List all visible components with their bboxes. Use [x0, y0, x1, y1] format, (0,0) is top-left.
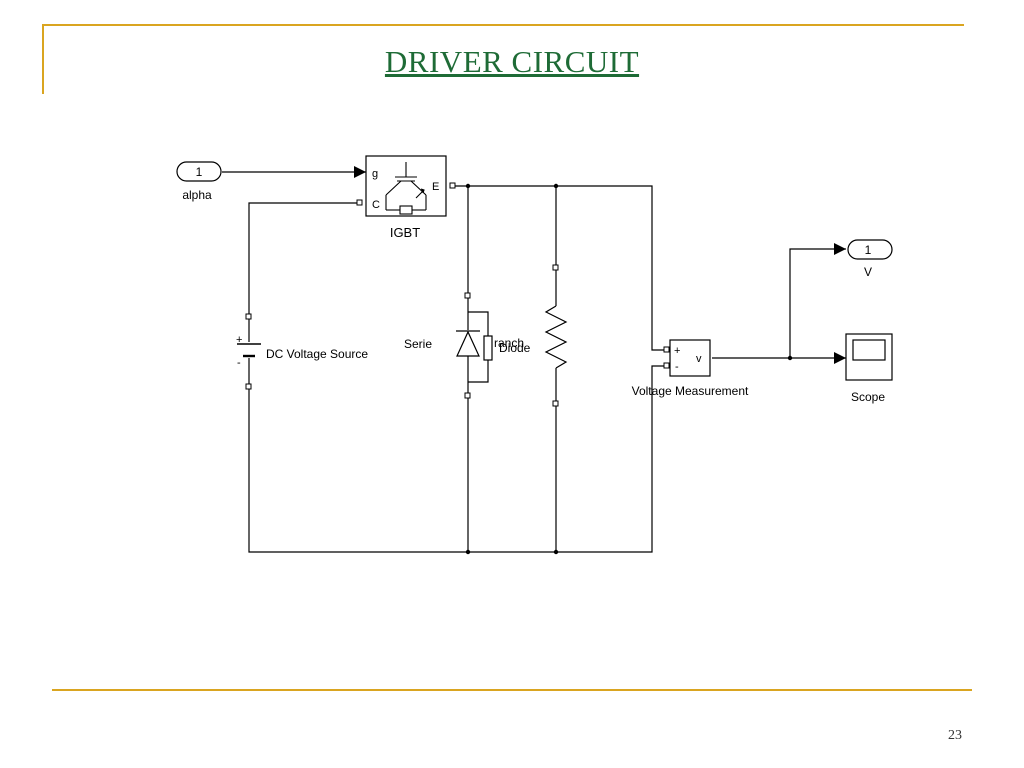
- snubber-parallel-path: [468, 360, 489, 383]
- slide-frame-bottom-rule: [52, 689, 972, 691]
- igbt-port-g: g: [372, 168, 378, 180]
- igbt-port-c: C: [372, 199, 380, 211]
- port-square: [245, 313, 252, 320]
- snubber-parallel-path: [468, 311, 489, 336]
- wire-branch-to-outport-v: [789, 243, 846, 358]
- measurement-minus: -: [675, 361, 679, 373]
- inport-alpha-block[interactable]: 1 alpha: [176, 161, 222, 202]
- outport-v-label: V: [864, 265, 872, 279]
- series-branch-label-left: Serie: [404, 337, 432, 351]
- measurement-plus: +: [674, 345, 680, 357]
- outport-v-number: 1: [865, 243, 872, 257]
- scope-block[interactable]: Scope: [845, 333, 893, 404]
- igbt-transistor-icon: [385, 162, 427, 215]
- port-square: [449, 182, 456, 189]
- scope-screen-icon: [852, 339, 886, 361]
- scope-label: Scope: [851, 390, 885, 404]
- port-square: [356, 199, 363, 206]
- slide-frame-left-rule: [42, 24, 44, 94]
- junction-dot: [553, 183, 559, 189]
- port-square: [663, 346, 670, 353]
- voltage-measurement-label: Voltage Measurement: [632, 384, 749, 398]
- voltage-measurement-block[interactable]: + - v Voltage Measurement: [632, 339, 749, 398]
- dc-voltage-source-block[interactable]: + - DC Voltage Source: [236, 313, 368, 390]
- port-square: [552, 400, 559, 407]
- snubber-resistor-icon: [483, 335, 493, 361]
- port-square: [464, 392, 471, 399]
- inport-alpha-number: 1: [196, 165, 203, 179]
- wire-bottom-rail: [248, 365, 667, 553]
- wires: [222, 166, 846, 553]
- slide-title: DRIVER CIRCUIT: [384, 44, 640, 79]
- resistor-block[interactable]: [544, 264, 568, 407]
- port-square: [663, 362, 670, 369]
- igbt-port-e: E: [432, 181, 439, 193]
- junction-dot: [465, 549, 471, 555]
- diode-label: Diode: [499, 341, 531, 355]
- outport-v-block[interactable]: 1 V: [847, 239, 893, 279]
- slide-frame-top-rule: [42, 24, 964, 26]
- diode-icon: [456, 330, 480, 357]
- dc-source-label: DC Voltage Source: [266, 347, 368, 361]
- wire-igbt-e-to-top-rail: [454, 185, 667, 351]
- port-square: [464, 292, 471, 299]
- measurement-output-v: v: [696, 353, 702, 365]
- wire-dc-to-igbt-c: [248, 202, 360, 316]
- junction-dot: [553, 549, 559, 555]
- port-square: [245, 383, 252, 390]
- igbt-block[interactable]: g C E IGBT: [365, 155, 447, 240]
- page-number: 23: [948, 728, 962, 743]
- series-branch-block[interactable]: Serie ranch Diode: [404, 292, 531, 399]
- series-branch-label-right: ranch: [494, 336, 524, 350]
- dc-source-plus: +: [236, 334, 242, 346]
- igbt-ports: [356, 182, 456, 206]
- igbt-label: IGBT: [390, 225, 420, 240]
- junction-dot: [787, 355, 793, 361]
- inport-alpha-label: alpha: [182, 188, 212, 202]
- resistor-zigzag-icon: [544, 305, 568, 369]
- junction-dot: [465, 183, 471, 189]
- junction-dots: [465, 183, 793, 555]
- port-square: [552, 264, 559, 271]
- dc-source-minus: -: [237, 357, 241, 369]
